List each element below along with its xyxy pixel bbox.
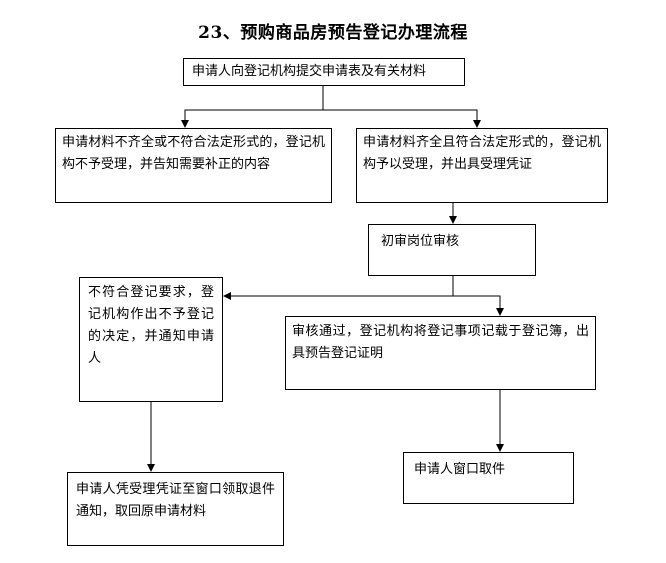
arrow-to-reject-materials [181, 109, 323, 128]
step-not-qualified: 不符合登记要求，登记机构作出不予登记的决定，并通知申请人 [79, 277, 223, 402]
arrow-to-approved [453, 295, 504, 316]
arrow-to-accept [323, 109, 481, 128]
step-submit: 申请人向登记机构提交申请表及有关材料 [183, 58, 465, 86]
step-approved: 审核通过，登记机构将登记事项记载于登记簿，出具预告登记证明 [285, 316, 596, 390]
step-withdraw: 申请人凭受理凭证至窗口领取退件通知，取回原申请材料 [67, 472, 284, 546]
step-initial-review: 初审岗位审核 [368, 224, 536, 276]
step-accept: 申请材料齐全且符合法定形式的，登记机构予以受理，并出具受理凭证 [356, 128, 608, 203]
page-title: 23、预购商品房预告登记办理流程 [198, 23, 468, 43]
step-reject-materials: 申请材料不齐全或不符合法定形式的，登记机构不予受理，并告知需要补正的内容 [55, 128, 332, 203]
step-pickup: 申请人窗口取件 [403, 452, 574, 504]
